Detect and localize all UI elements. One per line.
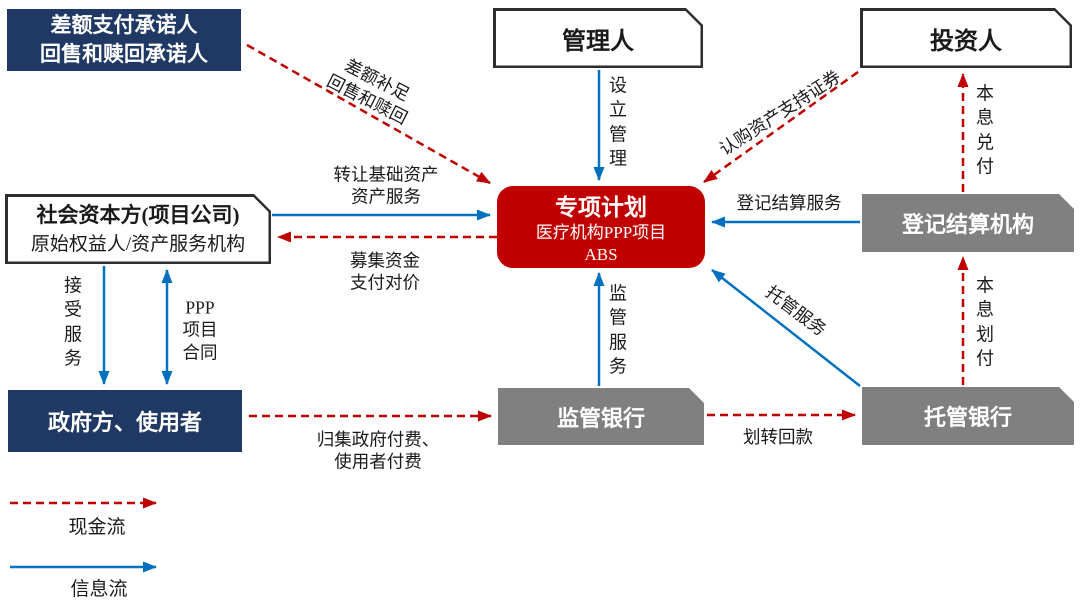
supervising-bank-label: 监管银行 bbox=[556, 405, 645, 431]
investor-box: 投资人 bbox=[860, 8, 1072, 68]
sponsor-box-fill bbox=[8, 197, 269, 262]
edge-label-principal-interest-transfer: 本息划付 bbox=[976, 275, 994, 369]
edge-label-registry-service: 登记结算服务 bbox=[736, 192, 842, 213]
spv-box: 专项计划 医疗机构PPP项目 ABS bbox=[497, 186, 705, 268]
promisor-label: 差额支付承诺人 回售和赎回承诺人 bbox=[40, 12, 208, 66]
arrow-custody-service bbox=[711, 269, 861, 387]
edge-label-custody-service: 托管服务 bbox=[762, 281, 831, 340]
registry-label: 登记结算机构 bbox=[901, 212, 1034, 237]
manager-box: 管理人 bbox=[493, 8, 703, 68]
spv-subtitle2: ABS bbox=[584, 245, 618, 264]
custodian-bank-box: 托管银行 bbox=[862, 387, 1074, 445]
edge-label-transfer: 转让基础资产 资产服务 bbox=[333, 164, 439, 207]
government-label: 政府方、使用者 bbox=[47, 410, 202, 435]
registry-box: 登记结算机构 bbox=[862, 194, 1074, 252]
edge-label-ppp-contract: PPP 项目 合同 bbox=[182, 297, 218, 363]
investor-label: 投资人 bbox=[930, 28, 1002, 55]
edge-label-subscribe: 认购资产支持证券 bbox=[715, 66, 845, 160]
edge-label-remit: 划转回款 bbox=[743, 426, 813, 447]
edge-label-collect-payment: 归集政府付费、 使用者付费 bbox=[316, 429, 440, 472]
legend-info-flow-label: 信息流 bbox=[70, 578, 128, 600]
manager-box-fill bbox=[496, 11, 701, 66]
edge-label-raise: 募集资金 支付对价 bbox=[350, 250, 420, 293]
sponsor-subtitle: 原始权益人/资产服务机构 bbox=[30, 233, 246, 255]
custodian-bank-box-fill bbox=[862, 387, 1074, 445]
edge-label-shortfall: 差额补足 回售和赎回 bbox=[323, 55, 413, 129]
spv-title: 专项计划 bbox=[555, 194, 647, 220]
edge-label-supervision-service: 监管服务 bbox=[609, 283, 627, 377]
custodian-bank-label: 托管银行 bbox=[923, 405, 1012, 430]
manager-label: 管理人 bbox=[562, 28, 634, 55]
investor-box-fill bbox=[863, 11, 1070, 66]
legend-cash-flow-label: 现金流 bbox=[68, 516, 126, 538]
sponsor-title: 社会资本方(项目公司) bbox=[36, 203, 240, 228]
government-box: 政府方、使用者 bbox=[8, 390, 242, 452]
sponsor-box: 社会资本方(项目公司) 原始权益人/资产服务机构 bbox=[5, 194, 271, 264]
registry-box-fill bbox=[862, 194, 1074, 252]
promisor-box: 差额支付承诺人 回售和赎回承诺人 bbox=[7, 9, 241, 71]
supervising-bank-box-fill bbox=[498, 388, 704, 445]
edge-label-accept-service: 接受服务 bbox=[64, 275, 82, 369]
supervising-bank-box: 监管银行 bbox=[498, 388, 704, 445]
edge-label-principal-interest-payment: 本息兑付 bbox=[976, 83, 994, 177]
edge-label-setup: 设立管理 bbox=[609, 75, 627, 169]
spv-subtitle: 医疗机构PPP项目 bbox=[535, 222, 667, 242]
